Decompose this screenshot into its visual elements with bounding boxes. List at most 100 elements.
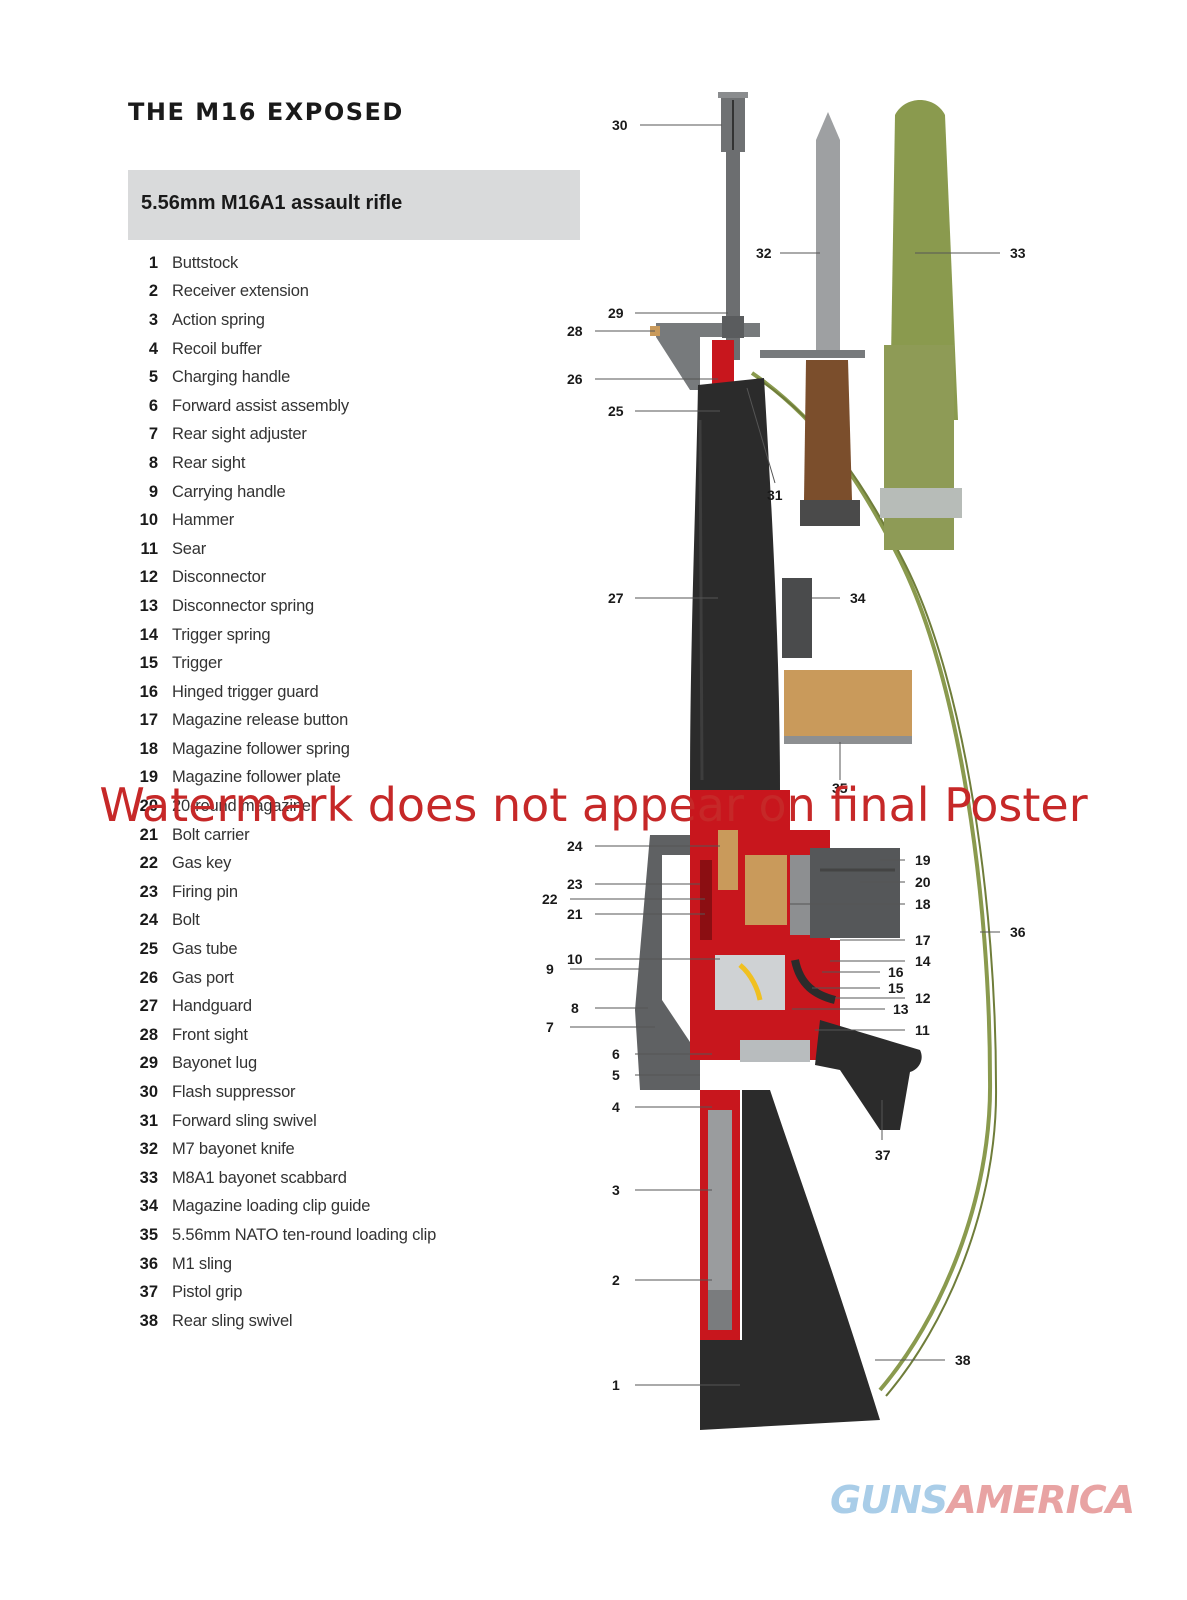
legend-number: 10 bbox=[139, 511, 158, 530]
legend-number: 2 bbox=[148, 282, 158, 301]
legend-number: 34 bbox=[139, 1197, 158, 1216]
legend-number: 38 bbox=[139, 1311, 158, 1330]
legend-label: Charging handle bbox=[172, 368, 291, 387]
page-title: THE M16 EXPOSED bbox=[128, 98, 404, 126]
callout-number: 5 bbox=[612, 1067, 620, 1083]
callout-number: 6 bbox=[612, 1046, 620, 1062]
lower-receiver bbox=[690, 940, 840, 1062]
legend-item: 34 Magazine loading clip guide bbox=[128, 1193, 568, 1222]
legend-number: 29 bbox=[139, 1054, 158, 1073]
legend-label: Action spring bbox=[172, 310, 265, 329]
callout-number: 8 bbox=[571, 1000, 579, 1016]
callout-number: 21 bbox=[567, 906, 583, 922]
callout-number: 4 bbox=[612, 1099, 620, 1115]
legend-number: 13 bbox=[139, 596, 158, 615]
legend-number: 36 bbox=[139, 1254, 158, 1273]
watermark: Watermark does not appear on final Poste… bbox=[99, 778, 1088, 832]
legend-number: 1 bbox=[148, 253, 158, 272]
legend-label: 5.56mm NATO ten-round loading clip bbox=[172, 1225, 437, 1244]
callout-number: 1 bbox=[612, 1377, 620, 1393]
legend-number: 5 bbox=[148, 368, 158, 387]
legend-label: Firing pin bbox=[172, 882, 238, 901]
legend-number: 22 bbox=[139, 854, 158, 873]
legend-label: Rear sling swivel bbox=[172, 1311, 293, 1330]
callout-number: 13 bbox=[893, 1001, 909, 1017]
legend-label: Magazine follower plate bbox=[172, 768, 341, 787]
logo: GUNSAMERICA bbox=[830, 1478, 1135, 1522]
legend-item: 24 Bolt bbox=[128, 907, 568, 936]
callout-number: 3 bbox=[612, 1182, 620, 1198]
callout-number: 28 bbox=[567, 323, 583, 339]
legend-number: 21 bbox=[139, 825, 158, 844]
legend-number: 24 bbox=[139, 911, 158, 930]
legend-number: 30 bbox=[139, 1083, 158, 1102]
legend-number: 23 bbox=[139, 882, 158, 901]
callout-number: 16 bbox=[888, 964, 904, 980]
legend-number: 14 bbox=[139, 625, 158, 644]
callout-number: 36 bbox=[1010, 924, 1026, 940]
m7-bayonet-knife bbox=[760, 112, 865, 526]
subtitle: 5.56mm M16A1 assault rifle bbox=[141, 192, 403, 214]
legend-number: 6 bbox=[148, 396, 158, 415]
legend-label: Gas port bbox=[172, 968, 234, 987]
legend-number: 12 bbox=[139, 568, 158, 587]
legend-label: Bolt bbox=[172, 911, 200, 930]
legend-label: Sear bbox=[172, 539, 207, 558]
legend-number: 18 bbox=[139, 739, 158, 758]
pistol-grip bbox=[815, 1020, 922, 1130]
callout-number: 10 bbox=[567, 951, 583, 967]
legend-label: Forward sling swivel bbox=[172, 1111, 317, 1130]
legend-number: 15 bbox=[139, 654, 158, 673]
callout-number: 35 bbox=[832, 780, 848, 796]
callout-number: 34 bbox=[850, 590, 866, 606]
magazine-loading-clip-guide bbox=[782, 578, 812, 658]
handguard bbox=[690, 378, 780, 790]
legend-number: 26 bbox=[139, 968, 158, 987]
legend-label: Bolt carrier bbox=[172, 825, 250, 844]
receiver-extension bbox=[700, 1090, 740, 1340]
callout-number: 37 bbox=[875, 1147, 891, 1163]
legend-number: 19 bbox=[139, 768, 158, 787]
legend-label: Rear sight bbox=[172, 453, 246, 472]
callout-number: 24 bbox=[567, 838, 583, 854]
callout-number: 19 bbox=[915, 852, 931, 868]
legend-number: 9 bbox=[148, 482, 158, 501]
callout-number: 25 bbox=[608, 403, 624, 419]
callout-number: 27 bbox=[608, 590, 624, 606]
legend-item: 5 Charging handle bbox=[128, 363, 568, 392]
legend-number: 3 bbox=[148, 310, 158, 329]
legend-label: Magazine loading clip guide bbox=[172, 1197, 371, 1216]
legend-label: Bayonet lug bbox=[172, 1054, 257, 1073]
legend-item: 38 Rear sling swivel bbox=[128, 1307, 568, 1336]
callout-number: 30 bbox=[612, 117, 628, 133]
callout-leader-line bbox=[746, 387, 776, 484]
legend-number: 33 bbox=[139, 1168, 158, 1187]
flash-suppressor bbox=[718, 92, 748, 152]
callout-number: 20 bbox=[915, 874, 931, 890]
legend-label: Carrying handle bbox=[172, 482, 286, 501]
legend-label: Magazine release button bbox=[172, 711, 349, 730]
callout-number: 15 bbox=[888, 980, 904, 996]
legend-label: Rear sight adjuster bbox=[172, 425, 307, 444]
legend-label: Trigger spring bbox=[172, 625, 271, 644]
callout-number: 23 bbox=[567, 876, 583, 892]
legend-label: Front sight bbox=[172, 1025, 248, 1044]
legend-number: 32 bbox=[139, 1140, 158, 1159]
